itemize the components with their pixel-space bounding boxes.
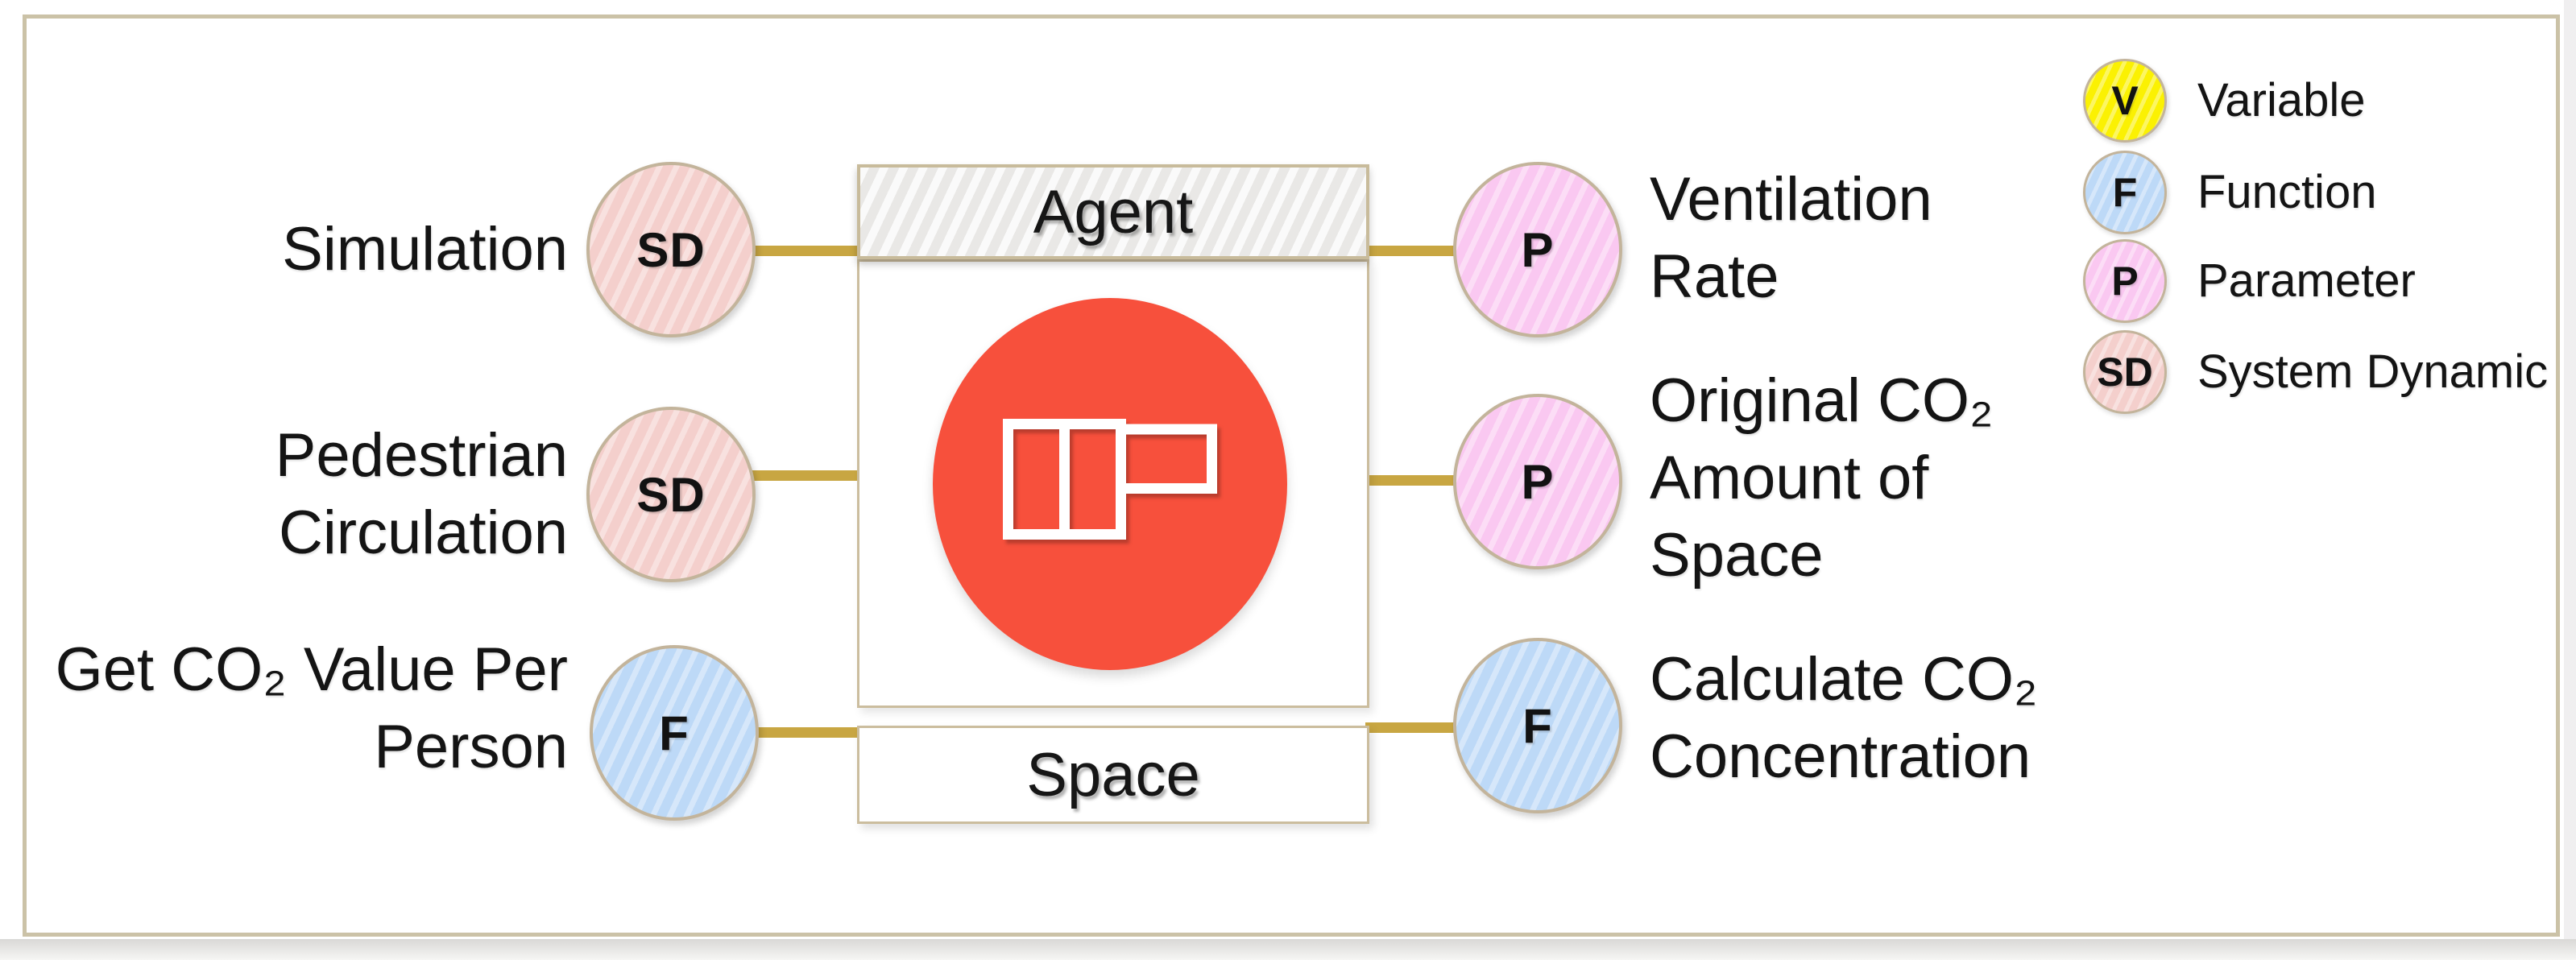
- label-simulation: Simulation: [44, 211, 568, 288]
- slide-bottom-edge: [0, 939, 2576, 960]
- agent-box-header: Agent: [857, 164, 1369, 259]
- legend-variable-label: Variable: [2197, 74, 2366, 126]
- connector-space-calculateco2: [1365, 722, 1458, 733]
- agent-logo-glyph: [1003, 419, 1217, 540]
- agent-box-title: Agent: [1033, 177, 1194, 246]
- label-line: Ventilation: [1650, 165, 1932, 234]
- label-line: Original CO₂: [1650, 366, 1994, 435]
- legend-system-dynamic-icon: SD: [2083, 330, 2167, 414]
- node-type-letter: F: [659, 706, 690, 760]
- slide-right-edge: [2564, 0, 2576, 939]
- anylogic-logo-icon: [933, 298, 1287, 670]
- label-line: Get CO₂ Value Per: [55, 635, 568, 704]
- node-original-co2-amount-p: P: [1453, 394, 1622, 569]
- label-line: Pedestrian: [275, 421, 568, 490]
- label-line: Rate: [1650, 242, 1779, 311]
- label-line: Space: [1650, 521, 1824, 590]
- connector-agent-originalco2: [1365, 475, 1458, 486]
- legend-symbol: P: [2111, 259, 2139, 304]
- node-type-letter: SD: [636, 467, 706, 522]
- node-get-co2-value-f: F: [590, 645, 759, 821]
- legend-parameter-icon: P: [2083, 239, 2167, 323]
- node-calculate-co2-f: F: [1453, 638, 1622, 813]
- node-simulation-sd: SD: [586, 162, 756, 337]
- node-type-letter: SD: [636, 222, 706, 277]
- legend-symbol: F: [2112, 170, 2138, 215]
- label-line: Concentration: [1650, 722, 2031, 791]
- connector-agent-ventilation: [1365, 246, 1458, 256]
- space-box: Space: [857, 726, 1369, 824]
- label-line: Simulation: [282, 215, 568, 283]
- label-ventilation-rate: Ventilation Rate: [1650, 161, 2214, 316]
- legend-function-icon: F: [2083, 151, 2167, 234]
- label-line: Calculate CO₂: [1650, 645, 2038, 714]
- legend-symbol: SD: [2097, 350, 2153, 395]
- label-original-co2-amount-of-space: Original CO₂ Amount of Space: [1650, 362, 2214, 594]
- node-pedestrian-circulation-sd: SD: [586, 407, 756, 582]
- connector-getco2-space: [749, 727, 862, 738]
- node-ventilation-rate-p: P: [1453, 162, 1622, 337]
- label-pedestrian-circulation: Pedestrian Circulation: [44, 417, 568, 572]
- connector-pedestrian-agent: [745, 470, 862, 481]
- label-line: Person: [374, 713, 568, 781]
- diagram-frame: [23, 14, 2560, 937]
- node-type-letter: F: [1522, 698, 1553, 753]
- label-line: Circulation: [278, 499, 568, 567]
- legend-system-dynamic-label: System Dynamic: [2197, 346, 2549, 398]
- label-calculate-co2-concentration: Calculate CO₂ Concentration: [1650, 641, 2214, 796]
- node-type-letter: P: [1521, 454, 1555, 509]
- node-type-letter: P: [1521, 222, 1555, 277]
- connector-simulation-agent: [745, 246, 862, 256]
- space-box-title: Space: [1026, 740, 1200, 809]
- label-get-co2-value-per-person: Get CO₂ Value Per Person: [44, 631, 568, 786]
- legend-symbol: V: [2111, 78, 2139, 123]
- label-line: Amount of: [1650, 444, 1929, 512]
- legend-parameter-label: Parameter: [2197, 254, 2416, 307]
- legend-function-label: Function: [2197, 166, 2377, 218]
- legend-variable-icon: V: [2083, 59, 2167, 143]
